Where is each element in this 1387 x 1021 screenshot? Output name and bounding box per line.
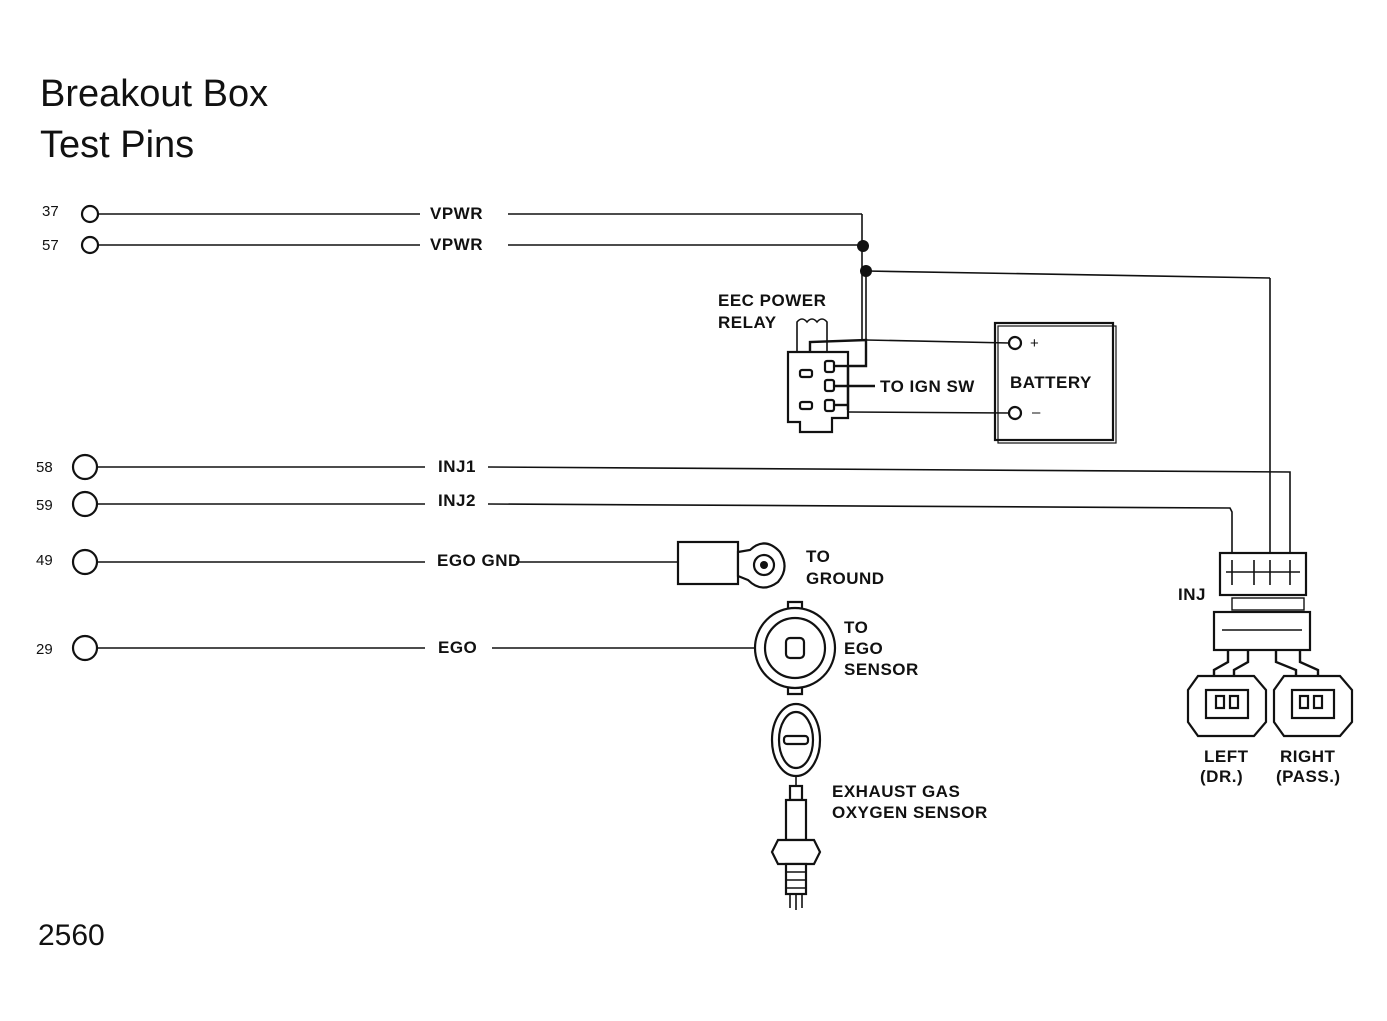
pin-number-37: 37 — [42, 203, 59, 220]
left-injector-label-line-1: LEFT — [1204, 747, 1249, 766]
signal-label-59: INJ2 — [438, 491, 476, 510]
left-injector-socket — [1204, 688, 1250, 720]
ego-connector-pin — [784, 636, 806, 660]
pin-number-58: 58 — [36, 459, 53, 476]
ground-label-line-1: TO — [806, 547, 830, 566]
relay-terminal-1 — [798, 368, 814, 379]
pin-49-row: 49 EGO GND — [36, 548, 678, 576]
splice-dot-1 — [857, 240, 869, 252]
signal-label-58: INJ1 — [438, 457, 476, 476]
pin-37-row: 37 VPWR — [42, 203, 862, 224]
test-pin-57[interactable] — [80, 235, 100, 255]
wire-to-injectors — [865, 270, 1271, 279]
battery-positive-wire — [865, 339, 1010, 344]
relay-terminal-4 — [823, 378, 836, 393]
test-pin-37[interactable] — [80, 204, 100, 224]
ego-label-line-3: SENSOR — [844, 660, 919, 679]
ign-switch-label: TO IGN SW — [880, 377, 975, 396]
relay-body — [786, 350, 850, 434]
pin-number-57: 57 — [42, 237, 59, 254]
test-pin-59[interactable] — [71, 490, 99, 518]
injector-connector-label: INJ — [1178, 585, 1206, 604]
wire-58-right — [487, 466, 1291, 560]
right-injector-pin-2 — [1312, 694, 1324, 710]
ground-clip — [676, 540, 740, 586]
test-pin-29[interactable] — [71, 634, 99, 662]
ground-bolt-center — [760, 561, 768, 569]
ego-label-line-1: TO — [844, 618, 868, 637]
right-injector-label-line-2: (PASS.) — [1276, 767, 1341, 786]
pin-59-row: 59 INJ2 — [36, 490, 1233, 560]
relay-terminal-5 — [823, 398, 836, 413]
sensor-label-line-1: EXHAUST GAS — [832, 782, 960, 801]
right-injector-label-line-1: RIGHT — [1280, 747, 1336, 766]
ground-label-line-2: GROUND — [806, 569, 885, 588]
battery-negative-terminal[interactable] — [1007, 405, 1023, 421]
relay-terminal-3 — [823, 359, 836, 374]
pin-58-row: 58 INJ1 — [36, 453, 1291, 560]
right-injector-socket — [1290, 688, 1336, 720]
sensor-label-line-2: OXYGEN SENSOR — [832, 803, 988, 822]
ego-connector: TO EGO SENSOR — [753, 600, 919, 696]
battery-minus-sign: – — [1032, 404, 1041, 421]
sensor-shell — [784, 798, 808, 842]
left-injector: LEFT (DR.) — [1186, 674, 1268, 786]
battery-label: BATTERY — [1010, 373, 1092, 392]
injector-connector: INJ — [1178, 551, 1312, 652]
title-line-1: Breakout Box — [40, 73, 268, 115]
injector-connector-upper — [1218, 551, 1308, 597]
sensor-tip — [789, 894, 803, 910]
eec-power-relay: EEC POWER RELAY — [718, 291, 875, 434]
injector-connector-lower — [1212, 610, 1312, 652]
relay-label-line-2: RELAY — [718, 313, 777, 332]
signal-label-49: EGO GND — [437, 551, 521, 570]
pin-number-49: 49 — [36, 552, 53, 569]
injector-connector-gap — [1231, 597, 1305, 611]
signal-label-37: VPWR — [430, 204, 483, 223]
vpwr-bus — [857, 214, 1271, 560]
test-pin-49[interactable] — [71, 548, 99, 576]
pin-number-59: 59 — [36, 497, 53, 514]
pin-number-29: 29 — [36, 641, 53, 658]
relay-coil-icon — [796, 318, 828, 352]
ground-terminal: TO GROUND — [676, 540, 885, 589]
battery-plus-sign: + — [1030, 335, 1039, 352]
signal-label-29: EGO — [438, 638, 477, 657]
sensor-plug-slot — [782, 734, 810, 746]
pin-57-row: 57 VPWR — [42, 235, 862, 255]
sensor-neck — [788, 784, 804, 802]
ego-label-line-2: EGO — [844, 639, 883, 658]
relay-label-line-1: EEC POWER — [718, 291, 826, 310]
exhaust-gas-oxygen-sensor: EXHAUST GAS OXYGEN SENSOR — [770, 702, 988, 910]
left-injector-label-line-2: (DR.) — [1200, 767, 1243, 786]
battery-positive-terminal[interactable] — [1007, 335, 1023, 351]
relay-terminal-2 — [798, 400, 814, 411]
test-pin-58[interactable] — [71, 453, 99, 481]
right-injector-pin-1 — [1298, 694, 1310, 710]
pin-29-row: 29 EGO — [36, 634, 792, 662]
wire-59-right — [487, 503, 1233, 560]
left-injector-pin-2 — [1228, 694, 1240, 710]
sensor-threads — [784, 862, 808, 896]
title-line-2: Test Pins — [40, 124, 194, 166]
battery-box-shadow — [997, 325, 1117, 444]
signal-label-57: VPWR — [430, 235, 483, 254]
sensor-hex — [770, 838, 822, 866]
battery: + – BATTERY — [847, 321, 1117, 444]
battery-negative-wire — [847, 411, 1010, 414]
left-injector-pin-1 — [1214, 694, 1226, 710]
right-injector: RIGHT (PASS.) — [1272, 674, 1354, 786]
figure-number: 2560 — [38, 919, 105, 952]
